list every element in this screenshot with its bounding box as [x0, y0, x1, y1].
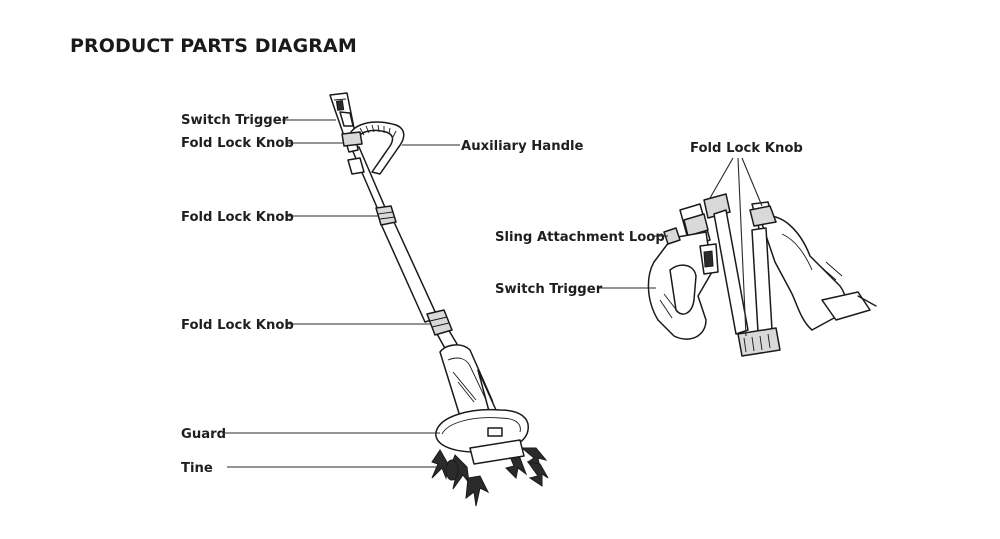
- label-fold-lock-knob-low: Fold Lock Knob: [181, 318, 294, 333]
- folded-lower-section: [737, 201, 877, 357]
- fold-lock-knob-mid: [375, 205, 397, 226]
- fold-lock-knob-top: [341, 131, 365, 175]
- label-tine: Tine: [181, 461, 213, 476]
- right-leaders: [597, 157, 763, 337]
- label-fold-lock-knob-mid: Fold Lock Knob: [181, 210, 294, 225]
- label-switch-trigger-right: Switch Trigger: [495, 282, 603, 297]
- folded-upper-section: [647, 193, 749, 340]
- label-switch-trigger-left: Switch Trigger: [181, 113, 289, 128]
- label-guard: Guard: [181, 427, 226, 442]
- auxiliary-handle-part: [347, 121, 405, 175]
- tiller-illustration: [329, 92, 549, 507]
- left-leaders: [225, 119, 460, 468]
- label-auxiliary-handle: Auxiliary Handle: [461, 139, 584, 154]
- page-title: PRODUCT PARTS DIAGRAM: [70, 35, 357, 57]
- label-fold-lock-knob-right: Fold Lock Knob: [690, 141, 803, 156]
- tines: [431, 447, 549, 507]
- label-sling-attachment-loop: Sling Attachment Loop: [495, 230, 665, 245]
- switch-trigger-part: [339, 111, 354, 127]
- folded-detail-illustration: [647, 193, 877, 357]
- label-fold-lock-knob-top: Fold Lock Knob: [181, 136, 294, 151]
- fold-lock-knob-low: [426, 309, 453, 336]
- guard-part: [435, 408, 529, 465]
